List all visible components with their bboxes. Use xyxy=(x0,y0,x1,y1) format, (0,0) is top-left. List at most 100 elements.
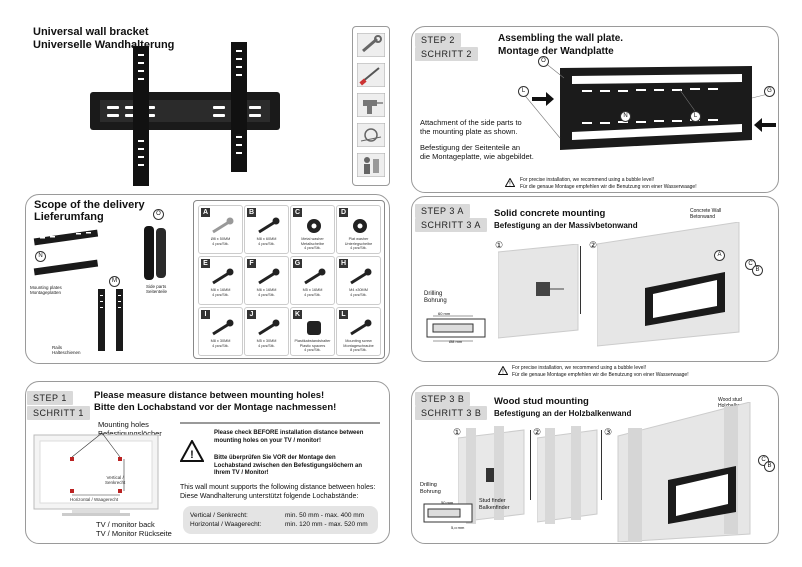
screw-label: Mounting screw Montageschraube xyxy=(343,339,374,348)
step3b-dim1: 50 mm xyxy=(441,500,454,505)
screw-label: M5 x 16MM xyxy=(302,288,323,292)
screw-quantity: 4 pcs/Stk. xyxy=(212,344,229,348)
screwdriver-icon xyxy=(357,63,385,87)
step3a-tag: STEP 3 A xyxy=(415,204,470,218)
step2-warning-icon: ! xyxy=(505,178,515,187)
tools-panel xyxy=(352,26,390,186)
svg-text:!: ! xyxy=(502,370,504,375)
screw-letter-badge: D xyxy=(339,208,348,217)
screw-icon xyxy=(307,321,321,335)
side-parts-image xyxy=(144,226,166,280)
warning-text-de: Bitte überprüfen Sie VOR der Montage den… xyxy=(214,455,363,476)
horizontal-label: Horizontal / Waagerecht xyxy=(70,497,119,502)
screw-quantity: 4 pcs/Stk. xyxy=(304,348,321,352)
step3b-divider-2 xyxy=(601,430,602,500)
product-title-en: Universal wall bracket xyxy=(33,26,149,38)
wood-wall-1-image xyxy=(458,426,525,524)
step2-text-en: Attachment of the side parts to the moun… xyxy=(420,118,522,136)
tv-back-image xyxy=(33,433,159,516)
step3b-letter-b: B xyxy=(764,461,775,472)
screw-letter-badge: C xyxy=(293,208,302,217)
screw-icon xyxy=(350,268,372,285)
step3b-letter-c: C xyxy=(758,455,769,466)
wood-wall-3-image xyxy=(617,402,751,542)
distance-table xyxy=(183,506,378,534)
step3b-number-2: ② xyxy=(533,427,542,437)
screw-label: M5 x 30MM xyxy=(256,339,277,343)
letter-n-badge: N xyxy=(35,251,46,262)
concrete-wall-1-image xyxy=(498,244,579,339)
warning-triangle-icon: ! xyxy=(180,440,204,462)
svg-text:!: ! xyxy=(190,449,194,461)
step3a-title-de: Befestigung an der Massivbetonwand xyxy=(494,221,638,230)
screw-label: Metal washer Metallscheibe xyxy=(300,237,325,246)
arrow-right-icon xyxy=(532,92,554,106)
screw-icon xyxy=(258,319,280,336)
step3a-drill-label: Drilling Bohrung xyxy=(424,291,447,304)
screw-quantity: 4 pcs/Stk. xyxy=(258,293,275,297)
screw-letter-badge: I xyxy=(201,310,210,319)
two-persons-icon xyxy=(357,153,385,177)
step2-tag-de: SCHRITT 2 xyxy=(415,47,478,61)
screw-label: Plastikabstandshalter Plastic spacers xyxy=(294,339,331,348)
screw-icon xyxy=(258,217,280,234)
screw-icon xyxy=(304,268,326,285)
vertical-row-value: min. 50 mm - max. 400 mm xyxy=(285,512,365,519)
screw-quantity: 4 pcs/Stk. xyxy=(258,344,275,348)
scope-title-de: Lieferumfang xyxy=(34,211,104,223)
vertical-row-label: Vertical / Senkrecht: xyxy=(190,512,248,519)
mounting-plates-image xyxy=(33,229,99,276)
step3a-letter-b: B xyxy=(752,265,763,276)
screw-icon xyxy=(212,319,234,336)
step3a-title-en: Solid concrete mounting xyxy=(494,208,606,219)
step3a-letter-c: C xyxy=(745,259,756,270)
horizontal-row-value: min. 120 mm - max. 520 mm xyxy=(285,521,368,528)
screw-letter-badge: K xyxy=(293,310,302,319)
step3b-number-1: ① xyxy=(453,427,462,437)
screw-icon xyxy=(258,268,280,285)
screw-label: M8 x 60MM xyxy=(256,237,277,241)
step2-letter-l: L xyxy=(518,86,529,97)
letter-o-badge: O xyxy=(153,209,164,220)
step3a-number-2: ② xyxy=(589,240,598,250)
screw-label: Plat washer Unterlegscheibe xyxy=(344,237,373,246)
step3b-title-en: Wood stud mounting xyxy=(494,396,589,407)
wrench-icon xyxy=(357,33,385,57)
arrow-left-icon xyxy=(754,118,776,132)
warning-divider xyxy=(180,422,380,424)
letter-m-badge: M xyxy=(109,276,120,287)
step2-tag: STEP 2 xyxy=(415,33,461,47)
screw-label: M8 x 30MM xyxy=(210,339,231,343)
screw-quantity: 4 pcs/Stk. xyxy=(212,242,229,246)
screw-letter-badge: A xyxy=(201,208,210,217)
screw-quantity: 4 pcs/Stk. xyxy=(304,293,321,297)
rails-image xyxy=(98,289,123,351)
wall-plate-assembly-image xyxy=(521,61,769,150)
screw-quantity: 8 pcs/Stk. xyxy=(350,348,367,352)
side-parts-label: Side parts Seitenteile xyxy=(146,284,168,294)
step2-letter-n: N xyxy=(620,111,631,122)
step3b-tag: STEP 3 B xyxy=(415,392,471,406)
step2-letter-g: G xyxy=(764,86,775,97)
warning-text-en: Please check BEFORE installation distanc… xyxy=(214,430,364,444)
step2-note: For precise installation, we recommend u… xyxy=(520,177,697,190)
step3b-tag-de: SCHRITT 3 B xyxy=(415,406,488,420)
screw-icon xyxy=(350,319,372,336)
screw-letter-badge: B xyxy=(247,208,256,217)
screw-letter-badge: L xyxy=(339,310,348,319)
step1-tag: STEP 1 xyxy=(27,391,73,405)
step1-title-de: Bitte den Lochabstand vor der Montage na… xyxy=(94,402,337,413)
drill-icon xyxy=(357,93,385,117)
screw-quantity: 4 pcs/Stk. xyxy=(212,293,229,297)
step3b-drill-label: Drilling Bohrung xyxy=(420,482,441,495)
step3b-divider-1 xyxy=(530,430,531,500)
step2-letter-o: O xyxy=(538,56,549,67)
level-icon xyxy=(357,123,385,147)
